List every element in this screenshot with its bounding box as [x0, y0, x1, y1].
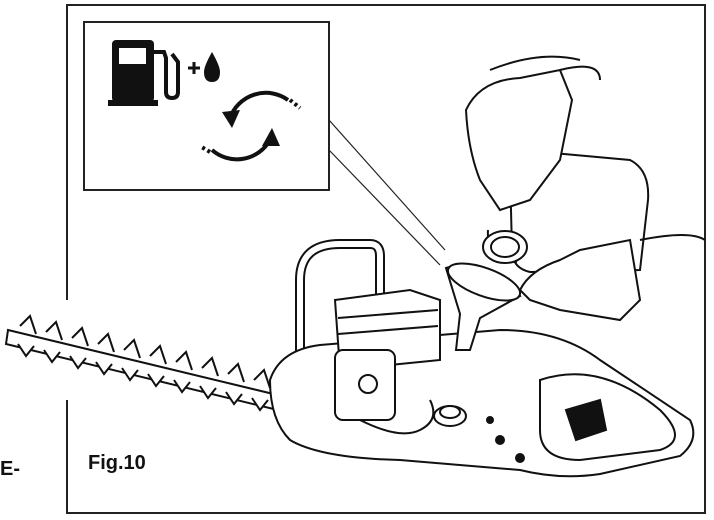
gloved-hands: [464, 55, 706, 322]
hedge-blade: [4, 314, 292, 414]
trimmer-body: [268, 239, 695, 478]
cropped-edge-text: E-: [0, 458, 20, 480]
figure-label: Fig.10: [88, 452, 146, 474]
hose: [359, 399, 435, 435]
circular-arrows-icon: [198, 90, 302, 162]
funnel: [444, 262, 522, 351]
oil-drop-icon: [204, 52, 220, 82]
fuel-pump-icon: [108, 40, 180, 106]
plus-icon: [188, 62, 200, 74]
